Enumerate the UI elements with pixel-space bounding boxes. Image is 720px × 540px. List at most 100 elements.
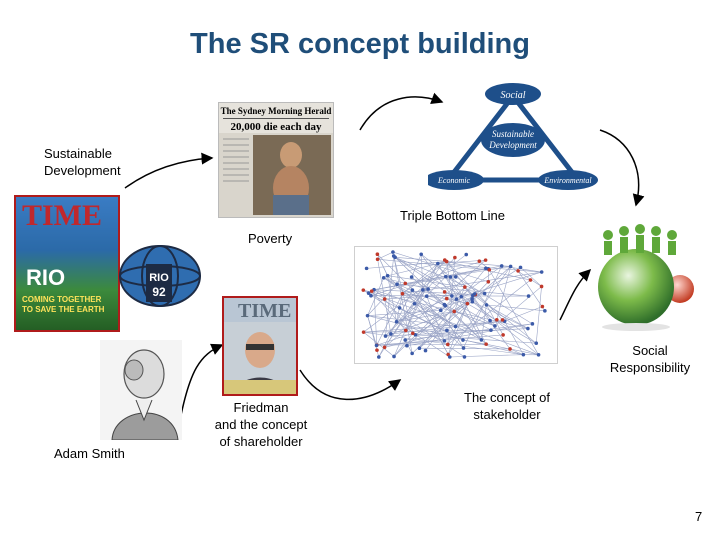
network-node [361, 288, 366, 292]
network-node [489, 328, 493, 332]
network-node [410, 288, 415, 292]
network-node [528, 278, 533, 282]
network-edge [463, 265, 502, 349]
network-edge [426, 296, 445, 341]
friedman-portrait [224, 322, 296, 394]
newspaper-headline: 20,000 die each day [230, 121, 322, 133]
network-edge [396, 298, 447, 322]
network-edge [376, 293, 403, 346]
network-edge [392, 251, 489, 283]
network-edge [377, 258, 490, 271]
network-edge [402, 261, 447, 294]
network-edge [411, 276, 482, 341]
network-edge [472, 301, 529, 329]
network-node [539, 270, 544, 274]
network-edge [399, 307, 464, 341]
network-node [374, 343, 379, 348]
network-node [445, 342, 450, 347]
network-node [461, 338, 465, 342]
page-number: 7 [695, 509, 703, 524]
network-edge [450, 276, 468, 304]
network-node [501, 333, 505, 337]
network-edge [363, 331, 395, 357]
network-node [395, 282, 399, 287]
social-responsibility-globe [598, 224, 694, 331]
network-node [483, 258, 488, 262]
network-edge [373, 289, 415, 305]
network-edge [394, 257, 453, 297]
network-edge [509, 348, 524, 355]
network-node [375, 257, 380, 262]
network-edge [535, 286, 542, 344]
tbl-social-text: Social [501, 90, 526, 101]
network-node [381, 276, 386, 280]
network-edge [405, 266, 511, 284]
network-node [411, 331, 415, 336]
network-edge [405, 323, 533, 341]
network-node [518, 265, 523, 270]
network-node [488, 318, 492, 323]
network-node [417, 346, 422, 351]
network-node [536, 353, 541, 357]
network-edge [390, 320, 505, 335]
network-node [465, 301, 470, 306]
network-edge [384, 298, 414, 334]
network-node [436, 261, 440, 266]
network-node [484, 342, 488, 346]
network-node [423, 348, 428, 353]
newspaper-image: The Sydney Morning Herald 20,000 die eac… [218, 102, 334, 218]
network-node [391, 250, 395, 254]
network-node [375, 348, 379, 352]
network-edge [396, 321, 450, 358]
network-edge [447, 257, 456, 345]
slide-title: The SR concept building [190, 28, 530, 60]
network-node [366, 291, 371, 296]
network-node [382, 297, 387, 301]
arrow-smith-to-friedman [179, 343, 224, 421]
network-edge [420, 254, 424, 290]
arrow-sd-to-poverty [124, 152, 214, 189]
tbl-economic-text: Economic [437, 176, 470, 185]
network-node [405, 343, 409, 348]
network-edge [414, 303, 445, 342]
network-node [472, 292, 477, 296]
network-node [463, 285, 467, 289]
network-node [479, 338, 484, 342]
tbl-center-text-2: Development [488, 140, 537, 150]
network-edge [395, 257, 511, 267]
network-edge [376, 340, 445, 346]
network-node [426, 287, 430, 291]
network-node [526, 294, 531, 298]
network-edge [425, 311, 455, 351]
network-edge [366, 261, 447, 269]
network-node [369, 293, 373, 298]
tbl-center-text-1: Sustainable [492, 129, 534, 139]
network-edge [440, 265, 502, 311]
newspaper-masthead: The Sydney Morning Herald [220, 106, 332, 116]
network-node [540, 304, 545, 309]
network-node [453, 255, 457, 260]
network-edge [404, 339, 413, 354]
label-poverty: Poverty [248, 231, 293, 246]
network-edge [419, 268, 487, 349]
network-edge [363, 320, 505, 333]
network-edge [396, 311, 455, 322]
network-node [461, 346, 466, 350]
network-edge [394, 257, 487, 345]
network-node [447, 355, 452, 359]
network-node [486, 279, 491, 284]
network-node [443, 274, 448, 279]
rio92-logo: RIO 92 [119, 245, 201, 307]
network-edge [446, 261, 453, 296]
network-edge [377, 259, 392, 334]
network-edge [397, 283, 529, 297]
network-node [452, 309, 456, 314]
tbl-node-social [485, 83, 541, 105]
network-edge [447, 279, 531, 345]
network-node [543, 309, 547, 313]
network-node [421, 288, 425, 292]
network-node [397, 306, 402, 310]
network-node [409, 275, 414, 279]
network-node [484, 266, 488, 271]
